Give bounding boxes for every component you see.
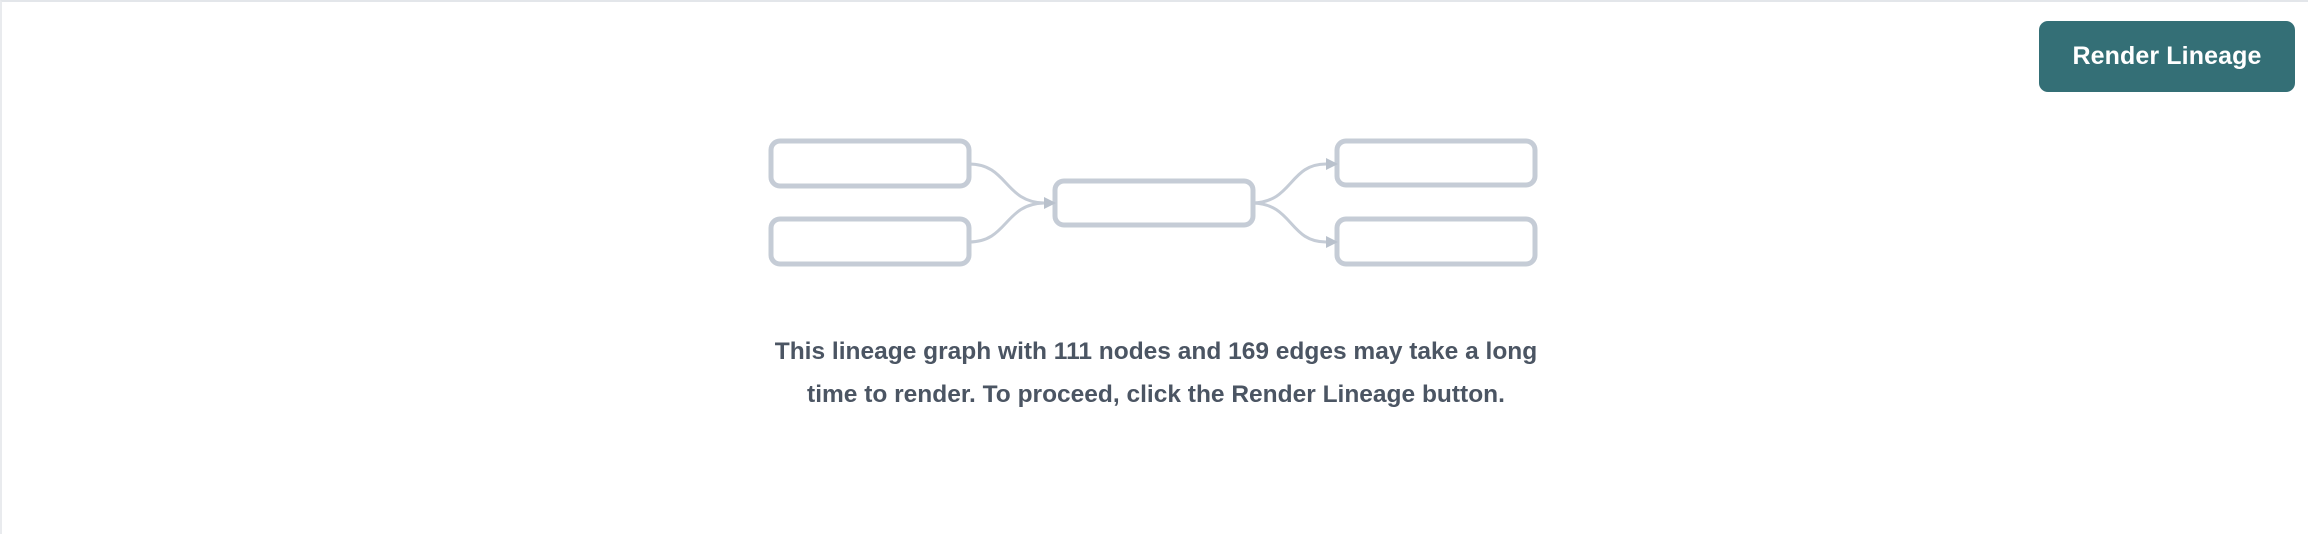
illustration-edge-focus-to-downstream-2 bbox=[1252, 201, 1327, 244]
illustration-arrowhead-downstream-2 bbox=[1326, 236, 1338, 248]
illustration-node-upstream-1 bbox=[768, 138, 972, 189]
illustration-node-downstream-2 bbox=[1334, 216, 1538, 267]
lineage-graph-illustration bbox=[768, 138, 1538, 267]
illustration-edge-upstream-2-to-focus bbox=[968, 201, 1045, 244]
illustration-node-focus bbox=[1052, 178, 1256, 228]
illustration-edge-focus-to-downstream-1 bbox=[1252, 162, 1327, 205]
illustration-arrowhead-downstream-1 bbox=[1326, 158, 1338, 170]
lineage-warning-message: This lineage graph with 111 nodes and 16… bbox=[774, 338, 1538, 408]
illustration-arrowhead-focus-in bbox=[1044, 197, 1056, 209]
render-lineage-button[interactable]: Render Lineage bbox=[2039, 21, 2295, 92]
illustration-edge-upstream-1-to-focus bbox=[968, 162, 1045, 205]
illustration-node-downstream-1 bbox=[1334, 138, 1538, 188]
illustration-node-upstream-2 bbox=[768, 216, 972, 267]
